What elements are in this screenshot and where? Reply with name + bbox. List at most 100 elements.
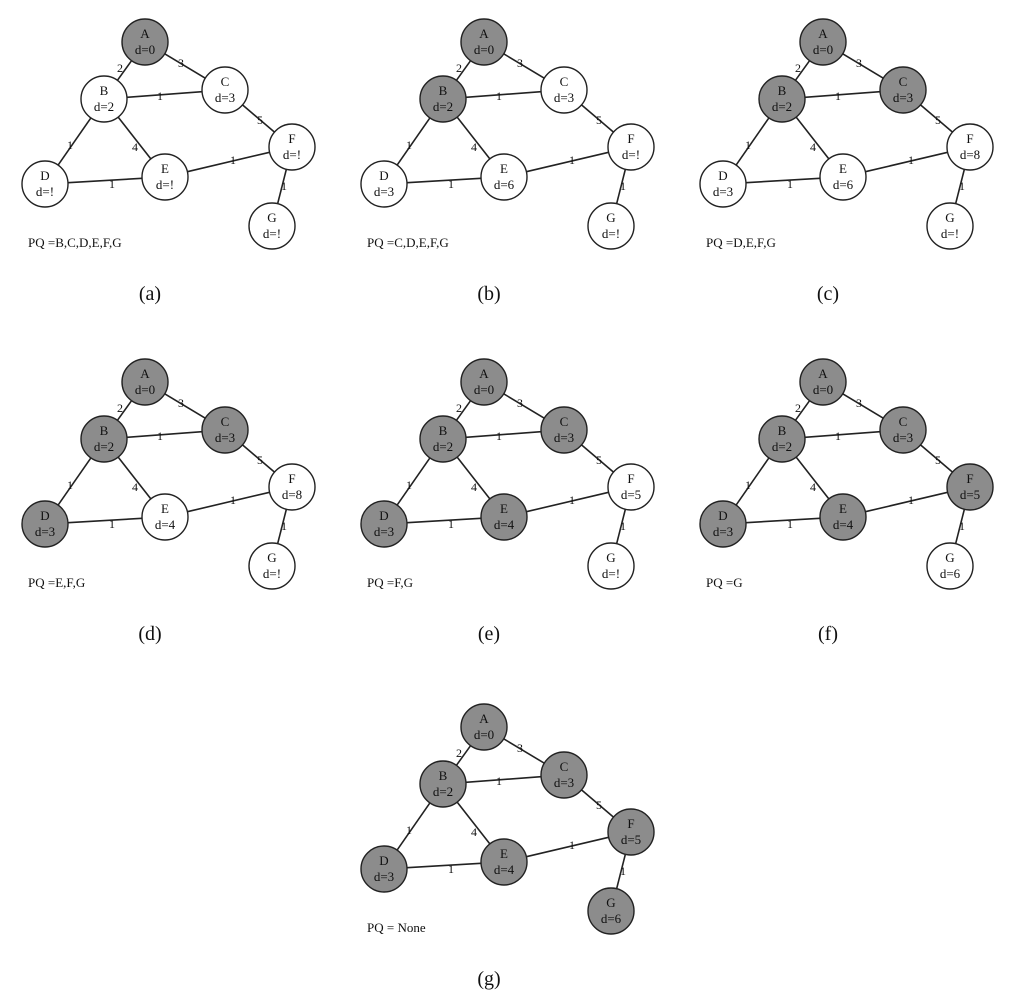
visited-node-circle bbox=[360, 845, 408, 893]
graph-edge bbox=[745, 177, 821, 184]
node-name: E bbox=[161, 161, 169, 176]
graph-edge bbox=[406, 177, 482, 184]
node-distance: d=0 bbox=[474, 382, 494, 397]
edge-weight-label: 1 bbox=[620, 179, 626, 193]
unvisited-node-circle bbox=[21, 160, 69, 208]
edge-weight-label: 2 bbox=[456, 746, 462, 760]
graph-node: Dd=3 bbox=[699, 500, 747, 548]
node-name: D bbox=[40, 508, 49, 523]
node-name: G bbox=[945, 210, 954, 225]
visited-node-circle bbox=[21, 500, 69, 548]
graph-edge bbox=[126, 430, 203, 439]
node-name: E bbox=[839, 501, 847, 516]
node-distance: d=8 bbox=[960, 147, 980, 162]
node-distance: d=! bbox=[941, 226, 959, 241]
graph-edge bbox=[126, 90, 203, 99]
node-name: B bbox=[439, 83, 448, 98]
edge-weight-label: 3 bbox=[178, 56, 184, 70]
edge-weight-label: 4 bbox=[471, 140, 477, 154]
node-distance: d=3 bbox=[713, 184, 733, 199]
graph-edge bbox=[842, 53, 884, 79]
graph-edge bbox=[455, 400, 472, 421]
graph-edge bbox=[116, 400, 133, 421]
node-name: A bbox=[818, 26, 828, 41]
priority-queue-text: PQ =B,C,D,E,F,G bbox=[28, 235, 122, 250]
graph-node: Ed=6 bbox=[819, 153, 867, 201]
graph-edge bbox=[919, 104, 954, 133]
edge-weight-label: 1 bbox=[448, 862, 454, 876]
node-distance: d=0 bbox=[813, 382, 833, 397]
node-distance: d=2 bbox=[433, 439, 453, 454]
node-name: G bbox=[945, 550, 954, 565]
edge-weight-label: 1 bbox=[157, 429, 163, 443]
graph-edge bbox=[276, 509, 288, 544]
graph-edge bbox=[615, 169, 627, 204]
graph-edge bbox=[241, 444, 276, 473]
node-name: B bbox=[778, 423, 787, 438]
node-distance: d=3 bbox=[215, 90, 235, 105]
node-name: D bbox=[379, 508, 388, 523]
panel-label: (g) bbox=[477, 968, 500, 990]
graph-edge bbox=[57, 117, 92, 166]
graph-edge bbox=[794, 60, 811, 81]
graph-edge bbox=[456, 801, 491, 845]
edge-weight-label: 1 bbox=[496, 429, 502, 443]
edge-weight-label: 4 bbox=[132, 140, 138, 154]
edge-weight-label: 1 bbox=[448, 177, 454, 191]
node-name: A bbox=[479, 366, 489, 381]
node-name: C bbox=[560, 414, 569, 429]
visited-node-circle bbox=[419, 760, 467, 808]
graph-node: Fd=8 bbox=[946, 123, 994, 171]
node-distance: d=3 bbox=[215, 430, 235, 445]
graph-edge bbox=[580, 444, 615, 473]
node-name: D bbox=[718, 168, 727, 183]
edge-weight-label: 1 bbox=[835, 89, 841, 103]
visited-node-circle bbox=[879, 406, 927, 454]
node-name: C bbox=[560, 759, 569, 774]
visited-node-circle bbox=[607, 808, 655, 856]
edge-weight-label: 3 bbox=[517, 741, 523, 755]
panel-label: (f) bbox=[818, 623, 838, 645]
visited-node-circle bbox=[460, 18, 508, 66]
edge-weight-label: 2 bbox=[117, 61, 123, 75]
graph-node: Ed=! bbox=[141, 153, 189, 201]
graph-edge bbox=[187, 151, 270, 173]
visited-node-circle bbox=[480, 838, 528, 886]
panel-label: (b) bbox=[477, 283, 500, 305]
edge-weight-label: 1 bbox=[908, 153, 914, 167]
graph-edge bbox=[615, 854, 627, 889]
graph-edge bbox=[794, 400, 811, 421]
graph-edge bbox=[276, 169, 288, 204]
graph-edge bbox=[67, 177, 143, 184]
graph-node: Bd=2 bbox=[80, 75, 128, 123]
unvisited-node-circle bbox=[248, 542, 296, 590]
node-name: E bbox=[500, 846, 508, 861]
node-distance: d=0 bbox=[474, 42, 494, 57]
node-name: B bbox=[439, 768, 448, 783]
visited-node-circle bbox=[758, 75, 806, 123]
visited-node-circle bbox=[360, 500, 408, 548]
node-distance: d=0 bbox=[474, 727, 494, 742]
edge-weight-label: 1 bbox=[496, 774, 502, 788]
node-name: B bbox=[100, 423, 109, 438]
graph-node: Dd=! bbox=[21, 160, 69, 208]
visited-node-circle bbox=[460, 358, 508, 406]
edge-weight-label: 1 bbox=[281, 519, 287, 533]
edge-weight-label: 1 bbox=[959, 179, 965, 193]
edge-weight-label: 1 bbox=[745, 138, 751, 152]
priority-queue-text: PQ = None bbox=[367, 920, 426, 935]
edge-weight-label: 1 bbox=[448, 517, 454, 531]
edge-weight-label: 1 bbox=[406, 823, 412, 837]
edge-weight-label: 5 bbox=[596, 798, 602, 812]
node-name: A bbox=[479, 26, 489, 41]
node-name: F bbox=[627, 471, 634, 486]
node-name: D bbox=[379, 168, 388, 183]
edge-weight-label: 2 bbox=[456, 61, 462, 75]
node-distance: d=3 bbox=[893, 430, 913, 445]
node-name: B bbox=[778, 83, 787, 98]
graph-edge bbox=[954, 169, 966, 204]
node-name: D bbox=[40, 168, 49, 183]
